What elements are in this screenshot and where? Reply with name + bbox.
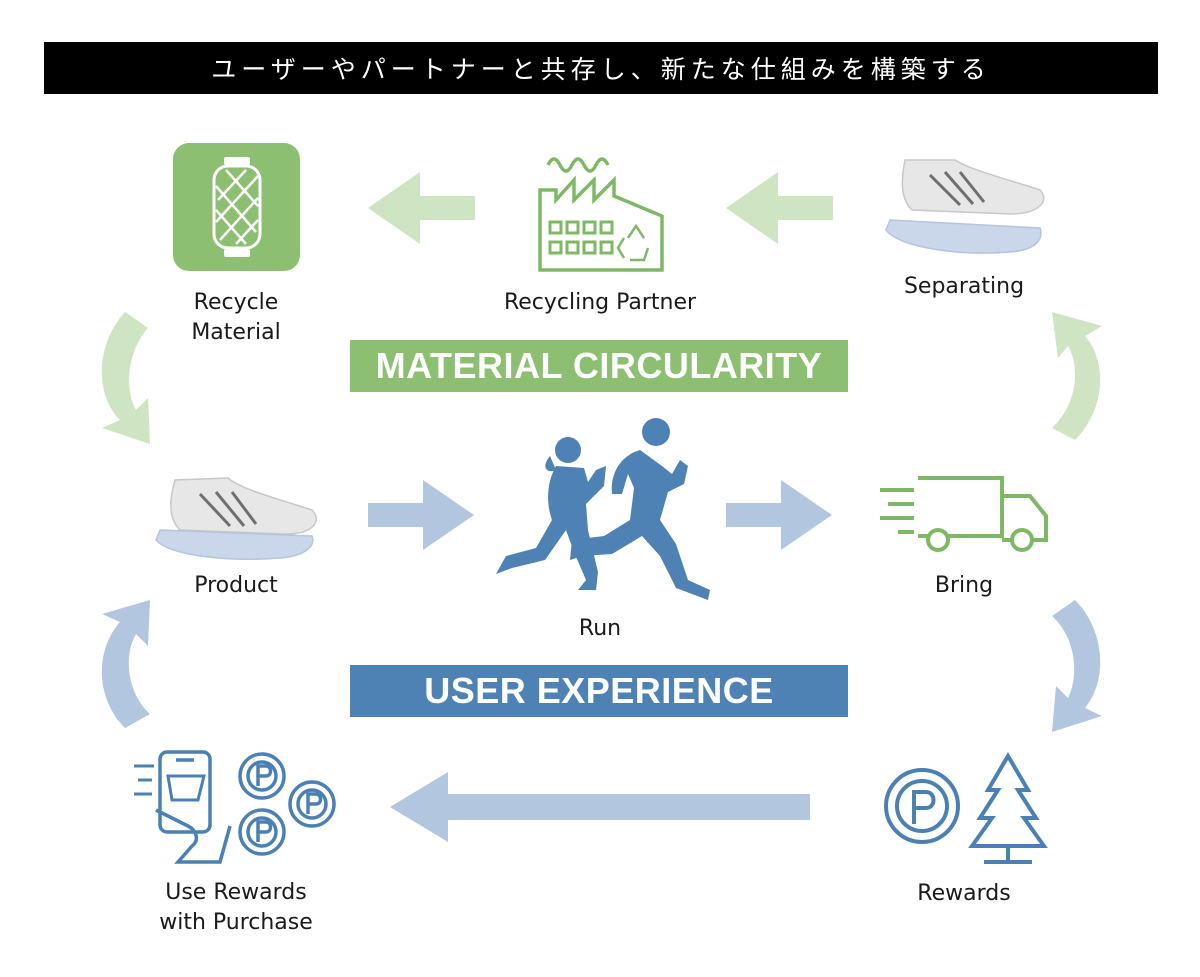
shoe-icon-separating xyxy=(885,159,1045,254)
material-circularity-label: MATERIAL CIRCULARITY xyxy=(375,345,823,386)
node-label-recycling-partner: Recycling Partner xyxy=(503,290,697,315)
page-title: ユーザーやパートナーと共存し、新たな仕組みを構築する xyxy=(211,55,991,84)
node-label-bring: Bring xyxy=(934,573,994,598)
delivery-truck-icon xyxy=(880,476,1048,552)
curved-arrow-right-down xyxy=(1052,600,1102,732)
arrow-left-top-1 xyxy=(368,172,475,244)
curved-arrow-left-down xyxy=(101,312,150,444)
use-rewards-line1: Use Rewards xyxy=(165,880,307,905)
recycle-material-line1: Recycle xyxy=(193,290,279,315)
node-label-run: Run xyxy=(578,616,622,641)
user-experience-label: USER EXPERIENCE xyxy=(424,670,774,711)
curved-arrow-right-up xyxy=(1052,312,1102,440)
page-title-banner: ユーザーやパートナーと共存し、新たな仕組みを構築する xyxy=(44,42,1158,94)
use-rewards-line2: with Purchase xyxy=(159,910,313,935)
points-tree-icon xyxy=(884,752,1048,864)
shoe-icon-product xyxy=(155,477,317,560)
yarn-spool-icon xyxy=(173,143,300,271)
material-circularity-badge: MATERIAL CIRCULARITY xyxy=(350,340,848,392)
arrow-right-mid-1 xyxy=(368,480,474,550)
arrow-left-top-2 xyxy=(726,172,833,244)
phone-points-icon xyxy=(134,750,336,864)
factory-recycle-icon xyxy=(538,157,664,272)
node-label-use-rewards: Use Rewards with Purchase xyxy=(159,878,313,938)
arrow-right-mid-2 xyxy=(726,480,832,550)
runners-icon xyxy=(496,418,710,600)
arrow-left-bottom xyxy=(390,772,810,842)
node-label-rewards: Rewards xyxy=(917,881,1011,906)
node-label-separating: Separating xyxy=(903,274,1025,299)
curved-arrow-left-up xyxy=(101,600,150,728)
node-label-product: Product xyxy=(194,573,278,598)
recycle-material-line2: Material xyxy=(191,320,281,345)
user-experience-badge: USER EXPERIENCE xyxy=(350,665,848,717)
node-label-recycle-material: Recycle Material xyxy=(191,288,280,348)
